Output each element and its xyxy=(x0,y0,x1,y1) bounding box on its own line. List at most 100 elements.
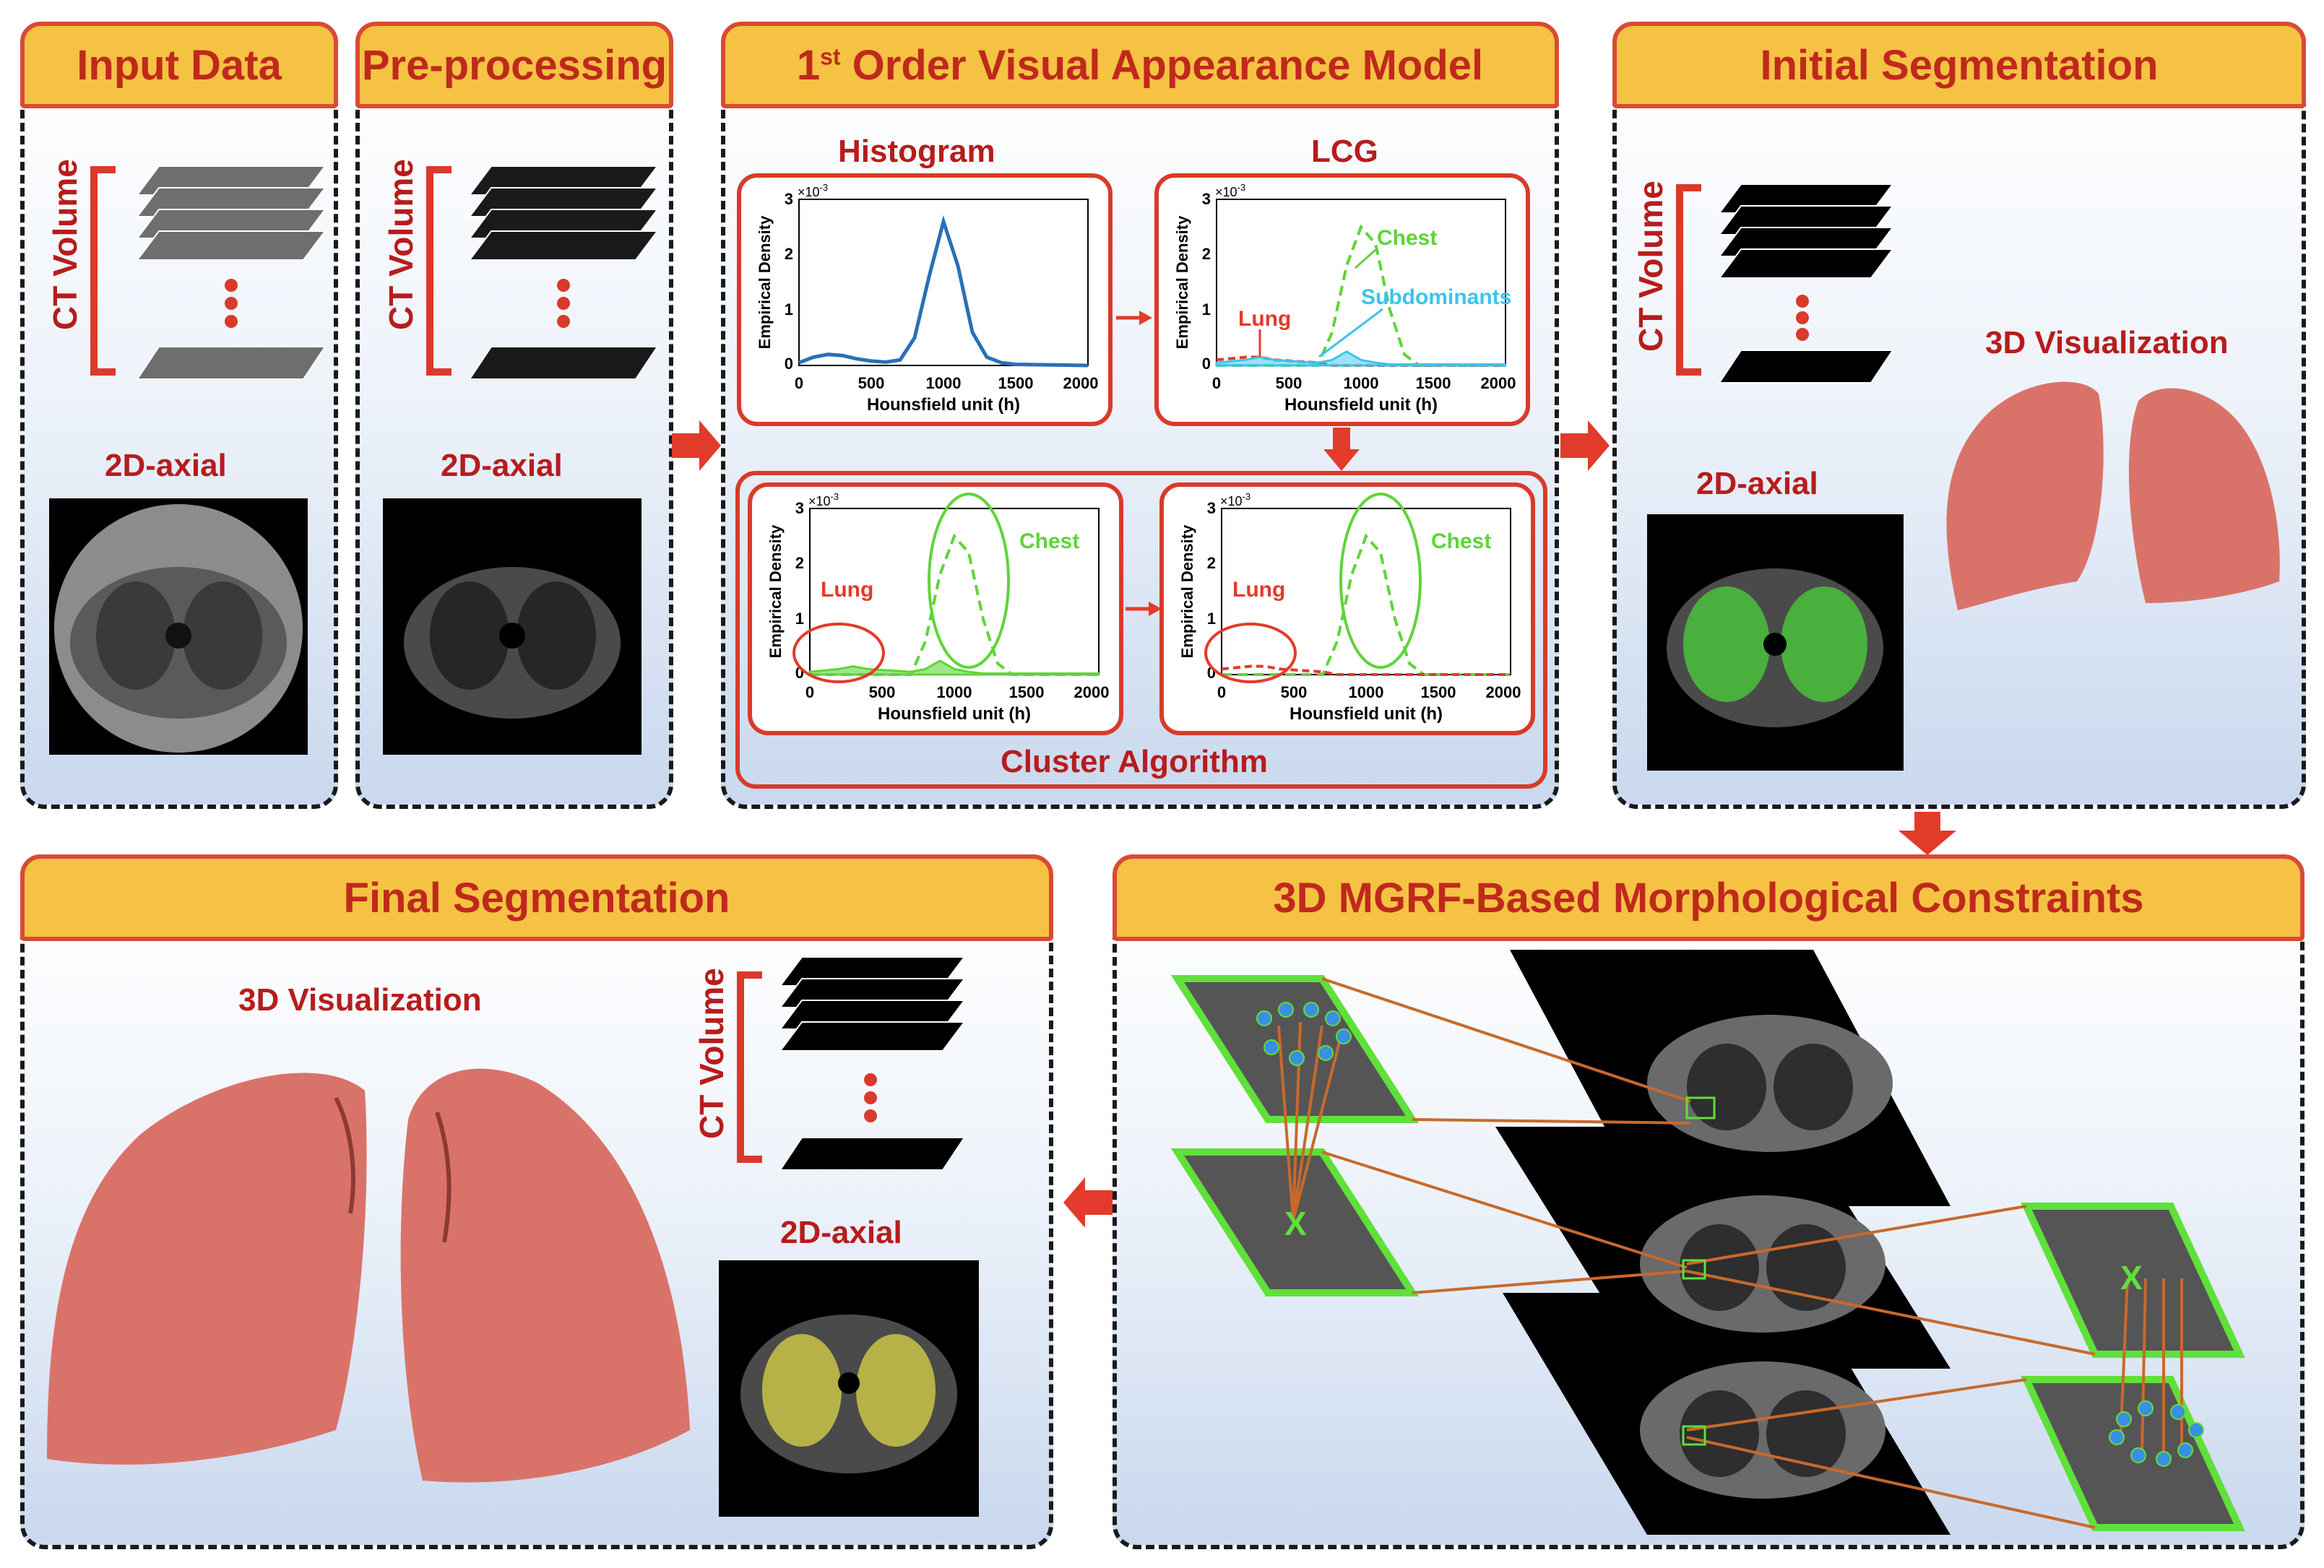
cluster-left-lung-label: Lung xyxy=(821,578,873,602)
cluster-left-xtick: 0 xyxy=(805,683,814,701)
lcg-xtick: 1000 xyxy=(1344,374,1379,392)
final-bracket xyxy=(737,971,762,1163)
histogram-ytick: 2 xyxy=(785,245,793,263)
final-header: Final Segmentation xyxy=(20,854,1053,941)
lcg-ytick: 2 xyxy=(1202,245,1211,263)
lcg-xtick: 0 xyxy=(1212,374,1221,392)
cluster-plot-left: ×10-3 Empirical Density Hounsfield unit … xyxy=(748,482,1123,735)
cluster-right-xtick: 0 xyxy=(1217,683,1226,701)
histogram-ytick: 1 xyxy=(785,300,793,319)
cluster-left-ytick: 1 xyxy=(795,610,804,628)
cluster-left-chest-label: Chest xyxy=(1019,529,1079,553)
cluster-left-chart: ×10-3 Empirical Density Hounsfield unit … xyxy=(766,491,1109,724)
cluster-left-exponent: ×10-3 xyxy=(808,491,839,508)
histogram-xtick: 0 xyxy=(795,374,803,392)
lcg-subdominants-line xyxy=(1215,350,1507,367)
lcg-chest-label: Chest xyxy=(1377,226,1437,250)
input-axial-label: 2D-axial xyxy=(105,448,227,483)
input-axial-image xyxy=(49,498,308,755)
mgrf-illustration: X X xyxy=(1170,950,2245,1535)
cluster-right-xtick: 1000 xyxy=(1349,683,1384,701)
cluster-plot-right: ×10-3 Empirical Density Hounsfield unit … xyxy=(1159,482,1535,735)
histogram-xtick: 1500 xyxy=(998,374,1034,392)
cluster-right-xlabel: Hounsfield unit (h) xyxy=(1290,704,1443,724)
preprocessing-bracket xyxy=(426,166,452,376)
cluster-right-ytick: 1 xyxy=(1207,610,1216,628)
final-3d-lungs xyxy=(47,1068,690,1483)
appearance-title-sup: st xyxy=(820,43,841,70)
final-volume-label: CT Volume xyxy=(693,968,730,1139)
cluster-right-lung-ellipse xyxy=(1204,623,1297,683)
cluster-left-ytick: 3 xyxy=(795,499,804,517)
cluster-right-chest-label: Chest xyxy=(1431,529,1491,553)
input-data-title: Input Data xyxy=(77,41,282,89)
preprocessing-ct-stack xyxy=(468,165,659,380)
histogram-ytick: 3 xyxy=(785,190,793,208)
cluster-left-chest-line xyxy=(810,533,1099,676)
lcg-lung-label: Lung xyxy=(1238,307,1291,331)
initial-axial-image xyxy=(1647,514,1904,771)
lcg-ytick: 0 xyxy=(1202,355,1211,373)
initial-vis-label: 3D Visualization xyxy=(1985,325,2229,360)
histogram-xtick: 500 xyxy=(858,374,885,392)
cluster-right-ylabel: Empirical Density xyxy=(1178,524,1196,658)
final-axial-label: 2D-axial xyxy=(780,1215,902,1250)
cluster-left-ylabel: Empirical Density xyxy=(766,524,785,658)
cluster-right-chest-line xyxy=(1222,533,1511,676)
arrow-to-mgrf xyxy=(1898,812,1956,855)
initial-volume-label: CT Volume xyxy=(1632,181,1669,352)
lcg-xlabel: Hounsfield unit (h) xyxy=(1284,395,1438,415)
final-vis-label: 3D Visualization xyxy=(238,982,482,1018)
appearance-title-text: Order Visual Appearance Model xyxy=(840,41,1484,89)
cluster-left-xtick: 1000 xyxy=(937,683,972,701)
mgrf-header: 3D MGRF-Based Morphological Constraints xyxy=(1113,854,2304,941)
lcg-plot-box: ×10-3 Empirical Density Hounsfield unit … xyxy=(1154,173,1530,426)
cluster-right-lung-line xyxy=(1221,664,1511,676)
preprocessing-title: Pre-processing xyxy=(361,41,668,89)
cluster-algorithm-label: Cluster Algorithm xyxy=(1001,744,1268,779)
cluster-right-exponent: ×10-3 xyxy=(1220,491,1250,508)
cluster-left-lung-ellipse xyxy=(792,623,885,683)
cluster-left-xtick: 500 xyxy=(869,683,896,701)
appearance-title: 1st Order Visual Appearance Model xyxy=(797,41,1483,90)
lcg-ylabel: Empirical Density xyxy=(1173,215,1191,349)
cluster-left-chest-ellipse xyxy=(928,493,1010,669)
mgrf-title: 3D MGRF-Based Morphological Constraints xyxy=(1273,874,2144,922)
cluster-left-xlabel: Hounsfield unit (h) xyxy=(878,704,1031,724)
preprocessing-axial-image xyxy=(383,498,642,755)
lcg-label: LCG xyxy=(1311,134,1378,169)
cluster-right-chart: ×10-3 Empirical Density Hounsfield unit … xyxy=(1178,491,1521,724)
arrow-lcg-to-cluster xyxy=(1323,428,1360,471)
cluster-right-xtick: 500 xyxy=(1281,683,1308,701)
histogram-label: Histogram xyxy=(838,134,995,169)
arrow-to-appearance xyxy=(672,420,721,471)
cluster-right-ytick: 2 xyxy=(1207,554,1216,572)
lcg-xtick: 2000 xyxy=(1481,374,1516,392)
histogram-plot-box: ×10-3 Empirical Density Hounsfield unit … xyxy=(737,173,1113,426)
preprocessing-header: Pre-processing xyxy=(355,22,673,108)
cluster-right-ytick: 3 xyxy=(1207,499,1216,517)
cluster-right-chest-ellipse xyxy=(1339,493,1422,669)
initial-3d-lungs xyxy=(1946,381,2280,610)
input-ct-stack xyxy=(136,165,327,380)
histogram-xlabel: Hounsfield unit (h) xyxy=(867,395,1020,415)
lcg-xtick: 1500 xyxy=(1416,374,1451,392)
lcg-ytick: 1 xyxy=(1202,300,1211,319)
input-bracket xyxy=(90,166,116,376)
initial-title: Initial Segmentation xyxy=(1760,41,2159,89)
lcg-subdominants-label: Subdominants xyxy=(1361,285,1511,309)
preprocessing-axial-label: 2D-axial xyxy=(441,448,563,483)
cluster-right-xtick: 1500 xyxy=(1421,683,1456,701)
appearance-header: 1st Order Visual Appearance Model xyxy=(721,22,1559,108)
histogram-ytick: 0 xyxy=(785,355,793,373)
initial-axial-label: 2D-axial xyxy=(1696,466,1818,501)
lcg-chest-line xyxy=(1217,224,1506,367)
cluster-left-subdominants-line xyxy=(808,659,1100,676)
mgrf-center-mark-left: X xyxy=(1284,1205,1307,1242)
histogram-exponent: ×10-3 xyxy=(798,182,828,199)
cluster-left-xtick: 1500 xyxy=(1009,683,1045,701)
histogram-xtick: 1000 xyxy=(926,374,962,392)
initial-bracket xyxy=(1676,184,1701,376)
mgrf-center-mark-right: X xyxy=(2120,1259,2143,1296)
lcg-exponent: ×10-3 xyxy=(1215,182,1245,199)
